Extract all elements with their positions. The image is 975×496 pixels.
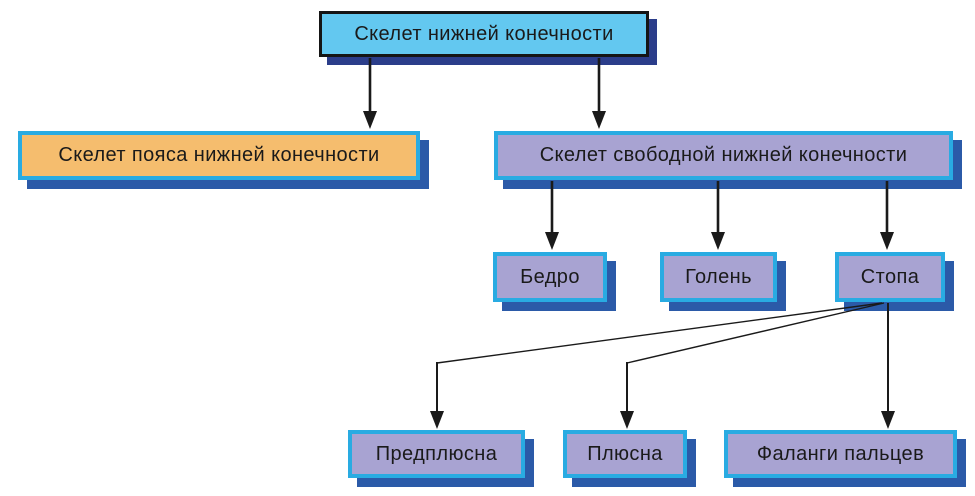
- edge-root-girdle: [363, 58, 377, 129]
- node-tarsus: Предплюсна: [348, 430, 525, 478]
- arrowhead: [880, 232, 894, 250]
- node-shin: Голень: [660, 252, 777, 302]
- arrowhead: [430, 411, 444, 429]
- node-label: Скелет нижней конечности: [354, 22, 614, 45]
- node-label: Скелет свободной нижней конечности: [539, 144, 908, 166]
- arrowhead: [881, 411, 895, 429]
- edge-foot-phalanges: [881, 303, 895, 429]
- arrowhead: [711, 232, 725, 250]
- edge-free-shin: [711, 181, 725, 250]
- edge-foot-metatarsus: [620, 302, 885, 429]
- edge-root-free: [592, 58, 606, 129]
- node-thigh: Бедро: [493, 252, 607, 302]
- node-pelvic-girdle-skeleton: Скелет пояса нижней конечности: [18, 131, 420, 180]
- arrowhead: [363, 111, 377, 129]
- node-foot: Стопа: [835, 252, 945, 302]
- arrowhead: [592, 111, 606, 129]
- arrowhead: [545, 232, 559, 250]
- edge-free-foot: [880, 181, 894, 250]
- node-toe-phalanges: Фаланги пальцев: [724, 430, 957, 478]
- node-free-lower-limb-skeleton: Скелет свободной нижней конечности: [494, 131, 953, 180]
- node-label: Плюсна: [587, 442, 663, 465]
- node-label: Предплюсна: [375, 442, 498, 465]
- edge-line: [626, 302, 885, 364]
- node-metatarsus: Плюсна: [563, 430, 687, 478]
- node-label: Стопа: [860, 265, 920, 288]
- node-lower-limb-skeleton: Скелет нижней конечности: [319, 11, 649, 57]
- arrowhead: [620, 411, 634, 429]
- edge-foot-tarsus: [430, 302, 883, 429]
- node-label: Голень: [685, 265, 752, 288]
- edge-line: [436, 302, 883, 364]
- node-label: Бедро: [520, 265, 580, 288]
- node-label: Фаланги пальцев: [756, 442, 925, 465]
- edge-free-femur: [545, 181, 559, 250]
- node-label: Скелет пояса нижней конечности: [58, 144, 380, 166]
